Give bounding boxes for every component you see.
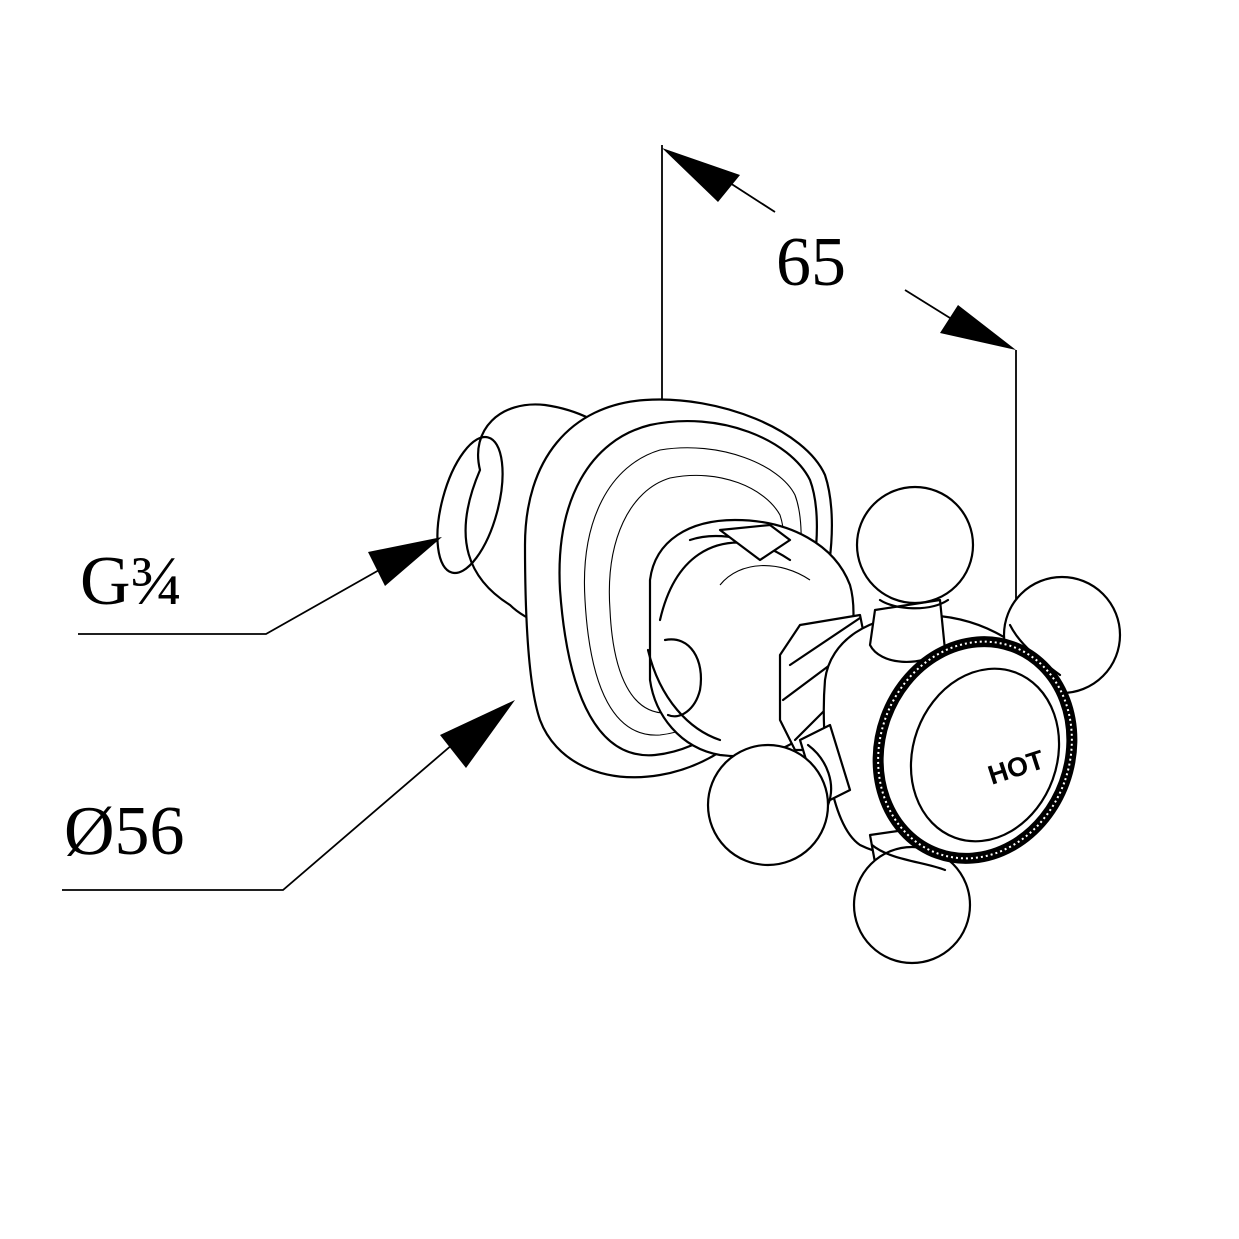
diameter-leader (62, 700, 515, 891)
length-dimension-label: 65 (776, 224, 846, 301)
thread-dimension-label: G¾ (80, 543, 184, 620)
length-arrow-right (940, 305, 1016, 350)
top-knob (855, 485, 975, 605)
bottom-knob (852, 845, 972, 965)
diameter-arrow (440, 700, 515, 768)
thread-arrow (368, 537, 442, 586)
left-knob (706, 743, 830, 867)
index-cap (872, 636, 1078, 864)
thread-leader (78, 537, 442, 635)
diameter-dimension-label: Ø56 (64, 793, 185, 870)
length-arrow-left (662, 148, 740, 202)
